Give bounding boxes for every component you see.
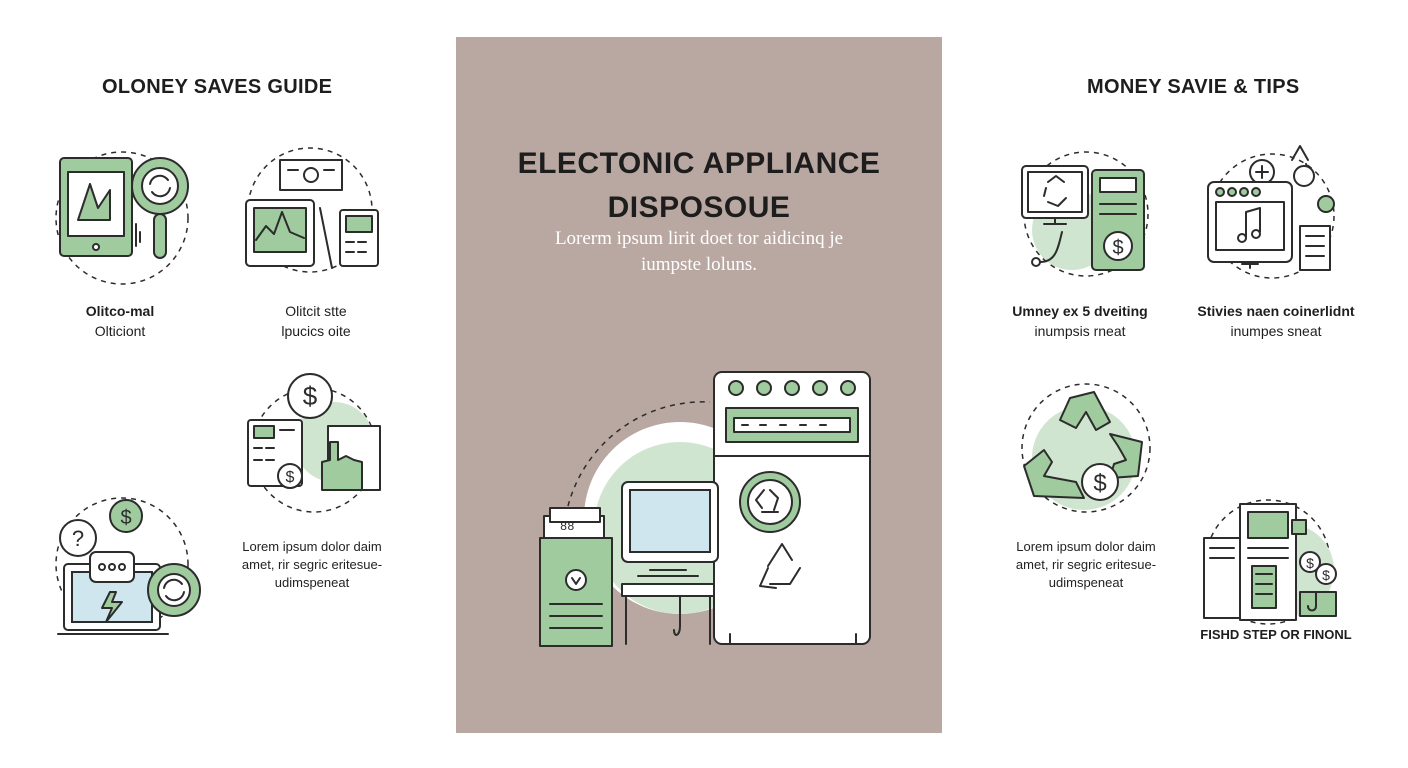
tablet-search-icon <box>55 151 189 285</box>
svg-text:$: $ <box>303 381 318 411</box>
svg-text:$: $ <box>1112 237 1123 259</box>
svg-text:88: 88 <box>560 520 574 534</box>
dollar-hand-icon: $ $ <box>247 373 381 513</box>
svg-text:$: $ <box>1322 567 1330 583</box>
svg-text:$: $ <box>120 507 131 529</box>
appliances-illustration: 88 <box>539 371 871 647</box>
monitor-tools-icon <box>245 147 379 273</box>
left-paragraph: Lorem ipsum dolor daim amet, rir segric … <box>241 539 383 590</box>
right-heading: MONEY SAVIE & TIPS <box>1087 76 1300 98</box>
left-item-2-caption: Olitcit stte lpucics oite <box>281 303 351 339</box>
recycle-dollar-icon: $ <box>1021 383 1151 513</box>
recycle-monitor-icon: $ <box>1021 151 1149 277</box>
svg-text:$: $ <box>1093 470 1106 497</box>
svg-text:?: ? <box>72 526 84 551</box>
right-item-2-caption: Stivies naen coinerlidnt inumpes sneat <box>1197 303 1355 339</box>
music-monitor-icon <box>1207 145 1335 279</box>
left-item-1-caption: Olitco-mal Olticiont <box>85 303 155 339</box>
final-step-label: FISHD STEP OR FINONL <box>1200 627 1352 642</box>
documents-dollar-icon: $ $ <box>1203 499 1337 625</box>
svg-text:$: $ <box>286 469 295 486</box>
center-title: ELECTONIC APPLIANCE DISPOSOUE <box>517 147 881 224</box>
laptop-refresh-icon: ? $ <box>55 497 201 635</box>
center-subtitle: Lorerm ipsum lirit doet tor aidicinq je … <box>554 228 844 275</box>
svg-text:$: $ <box>1306 555 1314 571</box>
tower-icon <box>539 537 613 647</box>
left-heading: OLONEY SAVES GUIDE <box>102 76 333 98</box>
right-item-1-caption: Umney ex 5 dveiting inumpsis rneat <box>1012 303 1148 339</box>
right-paragraph: Lorem ipsum dolor daim amet, rir segric … <box>1015 539 1157 590</box>
